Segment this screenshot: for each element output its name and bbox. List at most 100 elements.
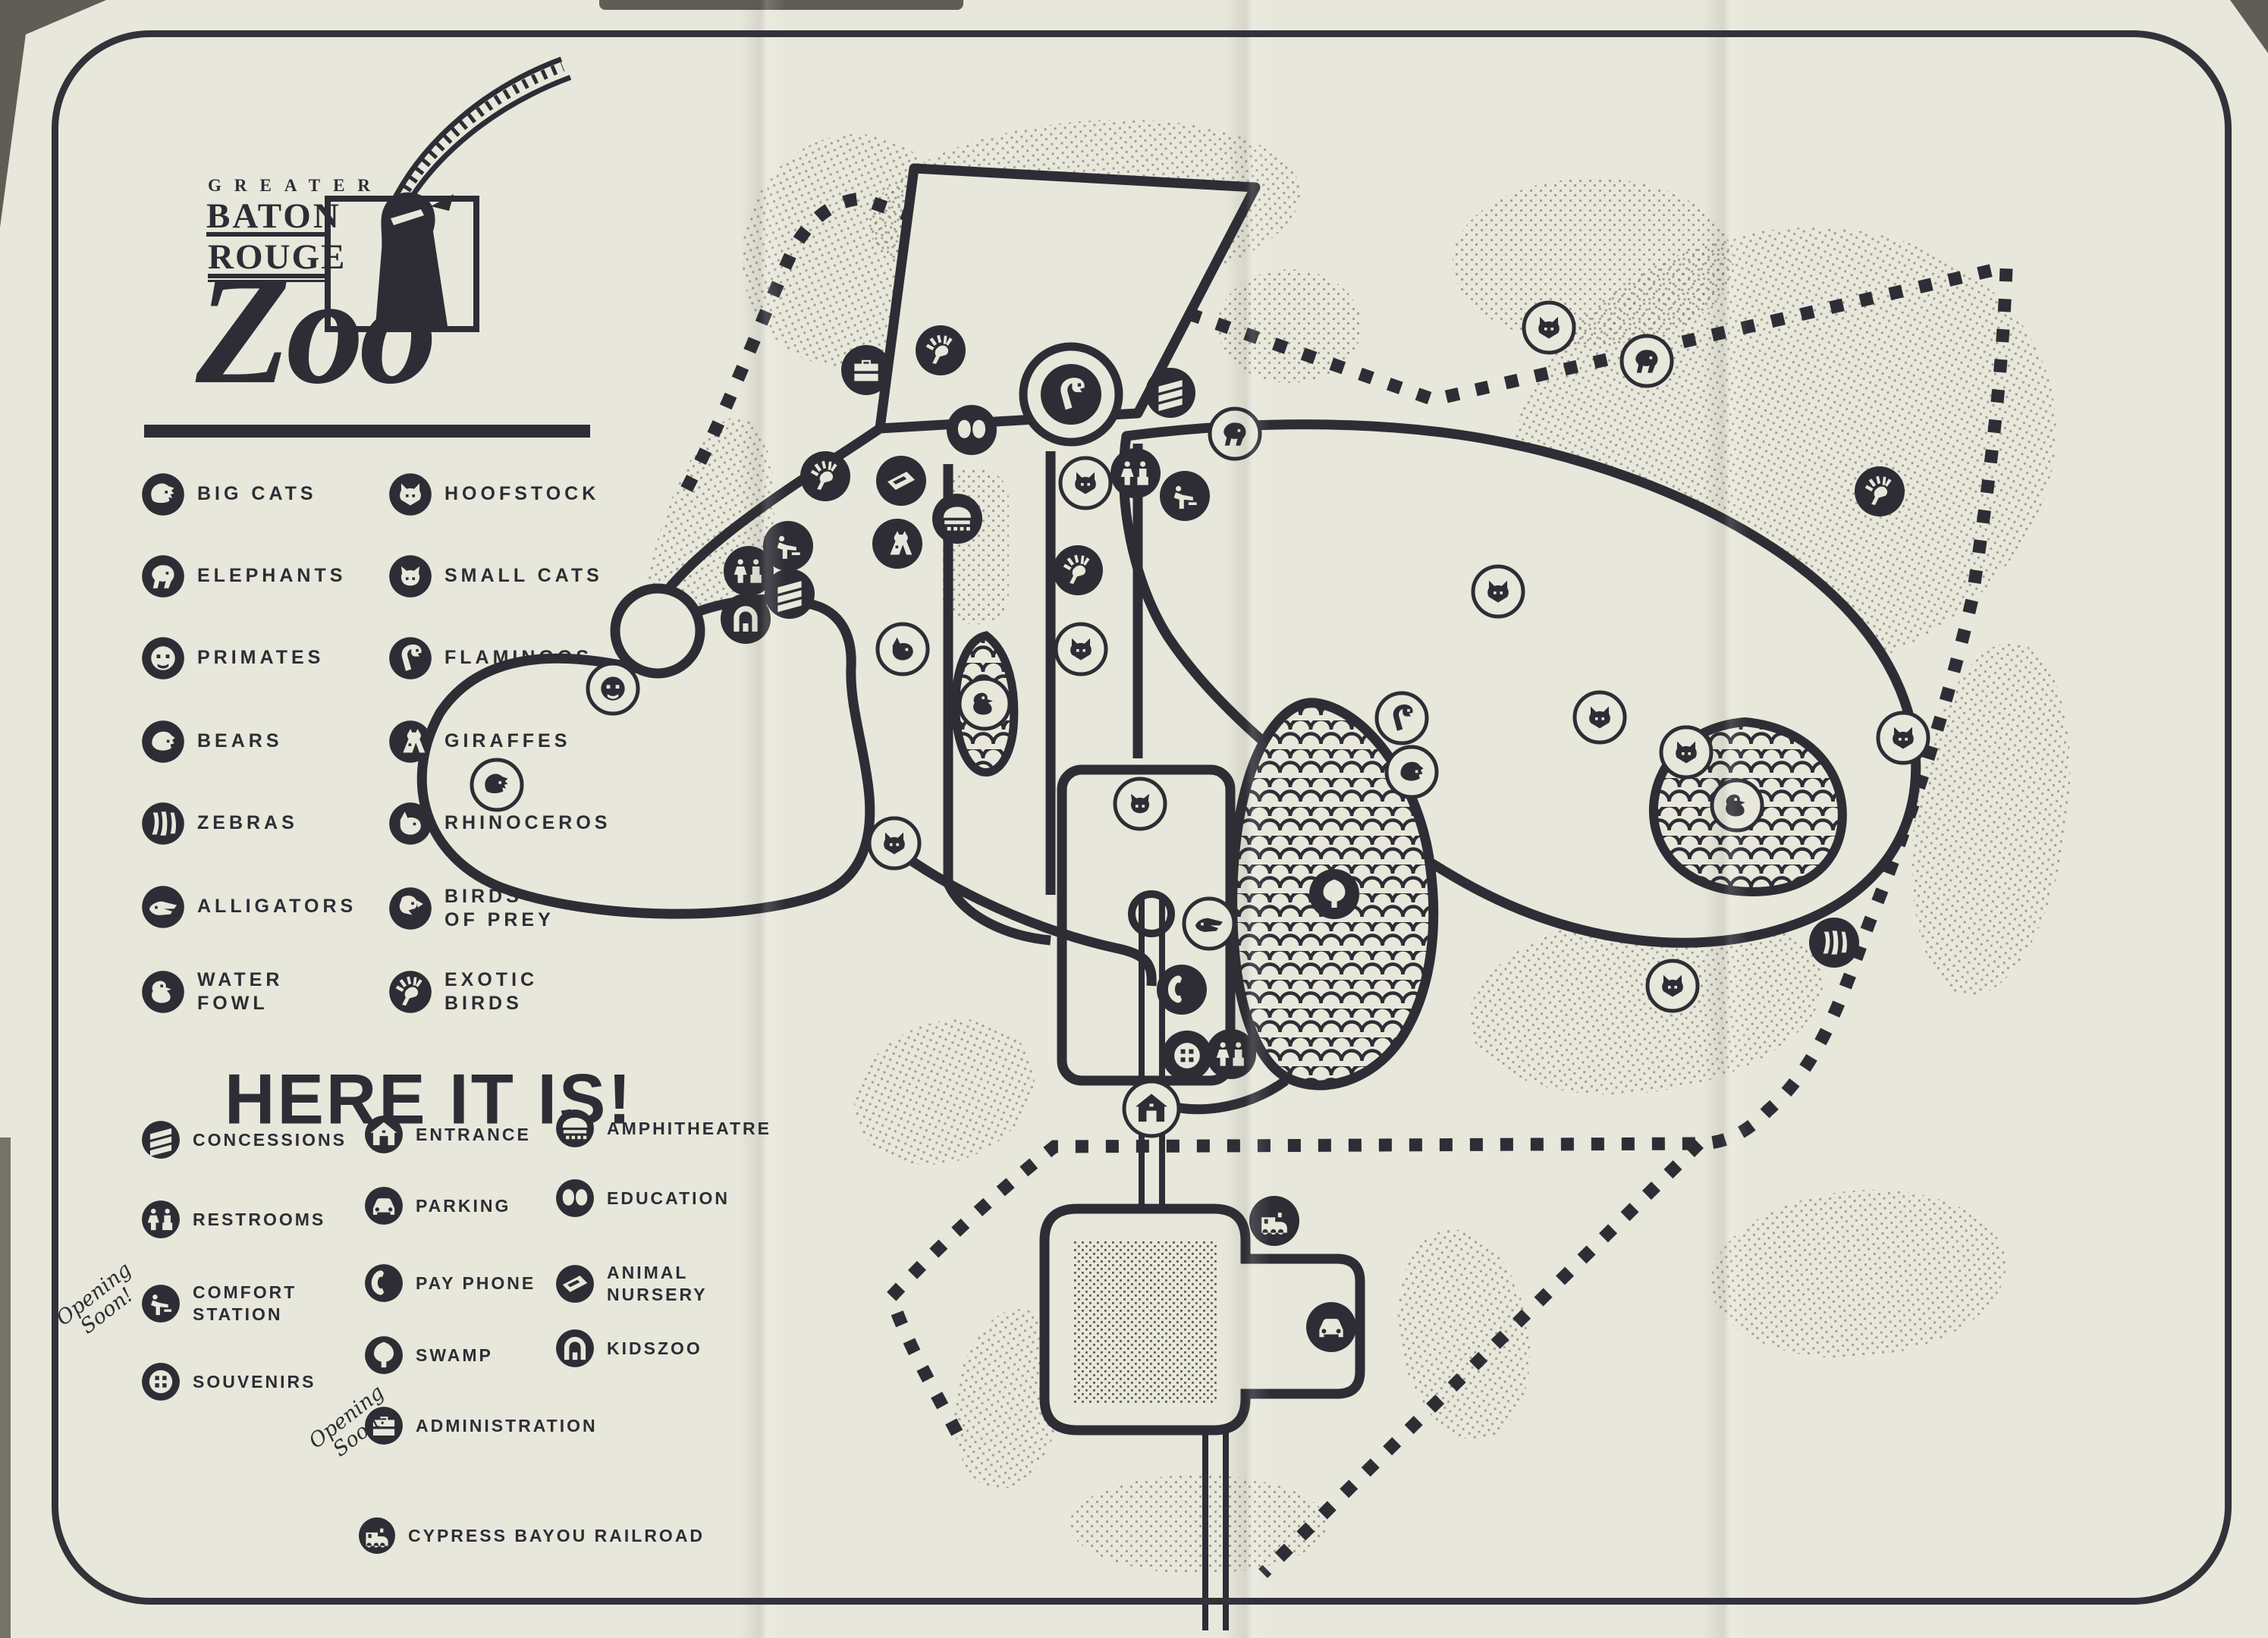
map-marker-parking: [1306, 1302, 1356, 1352]
legend-label: FLAMINGOS: [444, 647, 592, 669]
education-icon: [556, 1179, 594, 1217]
map-marker-swamp: [1309, 869, 1359, 919]
water-fowl-icon: [142, 971, 184, 1014]
animal-nursery-icon: [556, 1264, 594, 1303]
map-marker-exotic-birds: [916, 325, 966, 375]
legend-item-giraffes: GIRAFFES: [388, 720, 570, 764]
map-marker-hoofstock: [1522, 300, 1576, 355]
parking-lot-surface: [1074, 1240, 1218, 1404]
alligators-icon: [142, 886, 184, 928]
legend-label: ANIMAL NURSERY: [607, 1263, 708, 1304]
amphitheatre-icon: [556, 1109, 594, 1147]
legend-label: ADMINISTRATION: [416, 1415, 598, 1436]
legend-label: PARKING: [416, 1195, 511, 1216]
map-marker-flamingos: [1041, 364, 1101, 425]
legend-item-birds-of-prey: BIRDS OF PREY: [388, 885, 554, 933]
divider-bar: [144, 425, 590, 438]
map-marker-hoofstock: [867, 816, 922, 871]
logo-greater: GREATER: [208, 176, 384, 195]
logo-rule: [208, 280, 326, 282]
legend-item-concessions: CONCESSIONS: [141, 1120, 347, 1159]
legend-item-elephants: ELEPHANTS: [141, 554, 346, 598]
legend-label: EDUCATION: [607, 1188, 730, 1208]
legend-label: COMFORT STATION: [193, 1282, 297, 1324]
legend-item-flamingos: FLAMINGOS: [388, 636, 592, 680]
legend-label: ENTRANCE: [416, 1124, 531, 1144]
legend-label: BIG CATS: [197, 483, 317, 505]
map-marker-small-cats: [1113, 777, 1167, 831]
restrooms-icon: [142, 1200, 180, 1238]
photo-edge-shadow: [599, 0, 963, 10]
legend-item-water-fowl: WATER FOWL: [141, 968, 283, 1016]
map-marker-alligators: [1182, 896, 1236, 951]
legend-label: SWAMP: [416, 1345, 493, 1365]
legend-label: ALLIGATORS: [197, 896, 357, 918]
legend-item-bears: BEARS: [141, 720, 283, 764]
primates-icon: [142, 637, 184, 679]
legend-label: RESTROOMS: [193, 1209, 326, 1229]
legend-item-comfort-station: COMFORT STATION: [141, 1282, 297, 1326]
logo-zoo: Zoo: [196, 244, 437, 416]
giraffes-icon: [389, 720, 432, 763]
map-marker-hoofstock: [1645, 959, 1700, 1013]
legend-label: ELEPHANTS: [197, 565, 347, 587]
elephants-icon: [142, 555, 184, 598]
legend-label: AMPHITHEATRE: [607, 1118, 772, 1138]
small-cats-icon: [389, 555, 432, 598]
big-cats-icon: [142, 473, 184, 516]
legend-item-alligators: ALLIGATORS: [141, 885, 357, 929]
map-marker-souvenirs: [1162, 1031, 1212, 1081]
exotic-birds-icon: [389, 971, 432, 1014]
legend-label: RHINOCEROS: [444, 812, 611, 834]
map-marker-pay-phone: [1157, 965, 1207, 1015]
legend-item-animal-nursery: ANIMAL NURSERY: [555, 1262, 708, 1306]
map-marker-concessions: [1145, 368, 1195, 418]
legend-label: BEARS: [197, 730, 283, 752]
legend-item-souvenirs: SOUVENIRS: [141, 1362, 316, 1401]
logo-rule: [206, 232, 326, 237]
map-marker-elephants: [1619, 334, 1674, 388]
legend-item-restrooms: RESTROOMS: [141, 1200, 325, 1239]
souvenirs-icon: [142, 1363, 180, 1401]
legend-item-swamp: SWAMP: [364, 1335, 493, 1375]
logo-rouge: ROUGE: [208, 237, 347, 277]
hoofstock-icon: [389, 473, 432, 516]
zebras-icon: [142, 802, 184, 845]
map-marker-water-fowl: [1710, 778, 1764, 833]
legend-item-hoofstock: HOOFSTOCK: [388, 472, 599, 516]
map-marker-hoofstock: [1471, 564, 1525, 619]
map-marker-animal-nursery: [876, 456, 926, 506]
administration-icon: [365, 1407, 403, 1445]
parking-icon: [365, 1187, 403, 1225]
legend-item-amphitheatre: AMPHITHEATRE: [555, 1109, 771, 1148]
map-marker-education: [947, 405, 997, 455]
entrance-area: [1039, 895, 1365, 1630]
map-marker-primates: [586, 661, 640, 716]
legend-label: GIRAFFES: [444, 730, 571, 752]
legend-item-kidszoo: KIDSZOO: [555, 1329, 702, 1368]
pay-phone-icon: [365, 1264, 403, 1302]
legend-item-parking: PARKING: [364, 1186, 510, 1225]
railroad-icon: [359, 1517, 395, 1554]
legend-item-primates: PRIMATES: [141, 636, 324, 680]
map-marker-exotic-birds: [800, 451, 850, 501]
map-marker-zebras: [1809, 918, 1859, 968]
map-border: [52, 30, 2232, 1605]
legend-label: KIDSZOO: [607, 1338, 702, 1358]
map-marker-concessions: [765, 569, 815, 619]
legend-label: CONCESSIONS: [193, 1129, 347, 1150]
map-marker-restrooms: [1110, 448, 1161, 498]
legend-item-zebras: ZEBRAS: [141, 802, 298, 846]
legend-item-big-cats: BIG CATS: [141, 472, 317, 516]
oryx-logo-art: [325, 56, 572, 332]
map-marker-elephants: [1208, 406, 1262, 461]
map-marker-exotic-birds: [1855, 466, 1905, 516]
legend-item-rhinoceros: RHINOCEROS: [388, 802, 611, 846]
logo-baton: BATON: [206, 196, 341, 236]
legend-item-small-cats: SMALL CATS: [388, 554, 603, 598]
map-marker-exotic-birds: [1053, 545, 1103, 595]
birds-of-prey-icon: [389, 887, 432, 930]
map-marker-restrooms: [724, 546, 774, 596]
map-marker-administration: [841, 345, 891, 395]
